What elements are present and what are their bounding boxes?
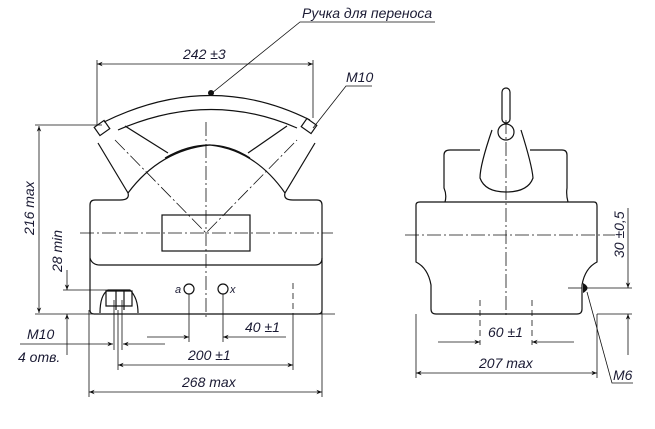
dim-30: 30 ±0,5	[611, 211, 627, 258]
dim-207: 207 max	[478, 355, 534, 371]
front-view: a x 242 ±3 Ручка для переноса M10 216 ma…	[18, 5, 435, 397]
carry-handle	[103, 94, 311, 131]
terminal-x-label: x	[229, 284, 236, 296]
dim-60: 60 ±1	[488, 324, 523, 340]
handle-stem	[501, 87, 511, 124]
m6-label: M6	[613, 367, 633, 383]
dim-40: 40 ±1	[245, 319, 280, 335]
terminal-x	[217, 283, 229, 295]
dim-28: 28 min	[49, 230, 65, 273]
side-view: 30 ±0,5 60 ±1 207 max M6	[405, 87, 633, 384]
dim-216: 216 max	[21, 180, 37, 236]
hole-count-label: 4 отв.	[18, 349, 60, 365]
dim-268: 268 max	[181, 374, 237, 390]
bracket	[89, 142, 323, 206]
terminal-a-label: a	[175, 284, 181, 296]
handle-side	[479, 129, 534, 193]
hole-thread-label: M10	[27, 326, 54, 342]
bolt-right	[300, 117, 318, 135]
mounting-foot	[99, 289, 139, 314]
m10-bolt-label: M10	[346, 69, 373, 85]
bolt-left	[93, 119, 111, 137]
dim-242: 242 ±3	[182, 46, 226, 62]
handle-marker	[208, 90, 214, 96]
terminal-a	[183, 283, 195, 295]
dim-200: 200 ±1	[187, 347, 231, 363]
side-body	[415, 201, 598, 315]
handle-label: Ручка для переноса	[302, 5, 432, 21]
side-top	[443, 149, 569, 203]
